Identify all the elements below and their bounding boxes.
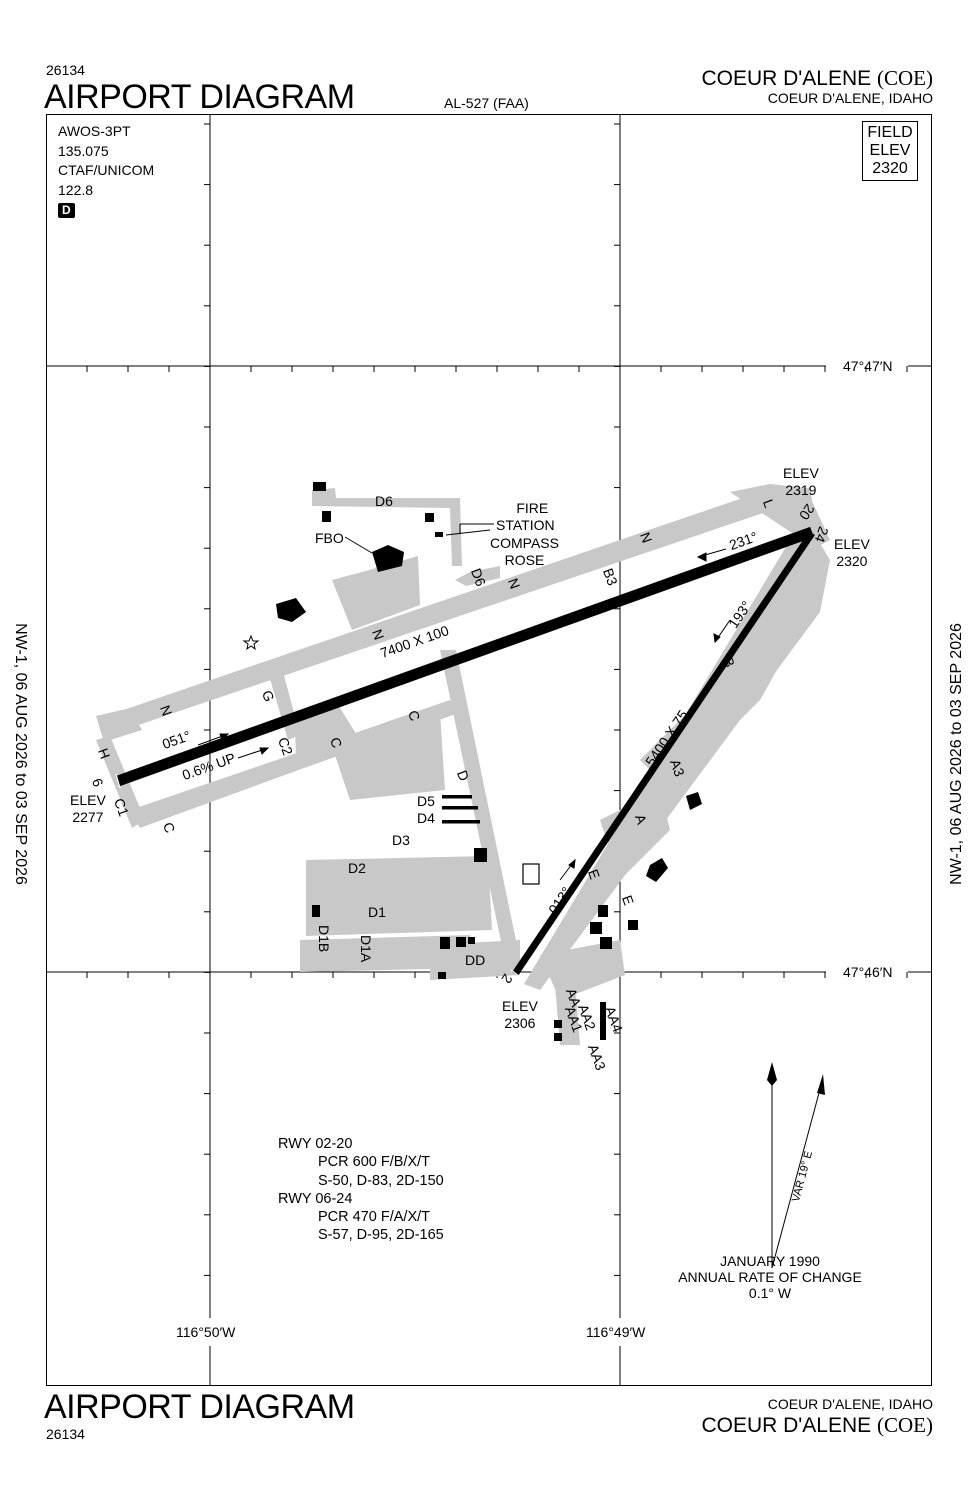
elev-callout-20: ELEV 2319 bbox=[783, 465, 819, 499]
taxiway-label: D6 bbox=[375, 493, 393, 509]
pavement bbox=[96, 484, 830, 1045]
airport-name: COEUR D'ALENE bbox=[701, 1414, 872, 1437]
field-label: FIELD bbox=[867, 124, 913, 141]
airport-location-header: COEUR D'ALENE, IDAHO bbox=[767, 90, 933, 106]
airport-code: (COE) bbox=[877, 66, 933, 90]
airport-code: (COE) bbox=[877, 1413, 933, 1437]
awos-frequency: 135.075 bbox=[58, 142, 109, 159]
note-line: PCR 470 F/A/X/T bbox=[318, 1209, 431, 1226]
latitude-south-label: 47°46′N bbox=[843, 964, 893, 980]
elev-label: ELEV bbox=[70, 792, 106, 808]
fire-label: FIRE bbox=[516, 500, 549, 516]
variation-rate-value: 0.1° W bbox=[748, 1285, 792, 1301]
d-badge-icon: D bbox=[58, 203, 75, 218]
airport-name: COEUR D'ALENE bbox=[701, 67, 872, 90]
fbo-label: FBO bbox=[315, 530, 344, 546]
true-north-arrowhead-icon bbox=[767, 1062, 777, 1086]
variation-date: JANUARY 1990 bbox=[720, 1253, 820, 1269]
elev-label: ELEV bbox=[783, 465, 819, 481]
elev-label: ELEV bbox=[834, 536, 870, 552]
north-arrow bbox=[767, 1062, 825, 1269]
note-line: S-57, D-95, 2D-165 bbox=[318, 1227, 444, 1244]
footer-airport-name: COEUR D'ALENE (COE) bbox=[701, 1413, 933, 1437]
ctaf-frequency: 122.8 bbox=[58, 181, 94, 198]
taxiway-label: D3 bbox=[392, 832, 410, 848]
note-rwy-02-20: RWY 02-20 bbox=[278, 1136, 353, 1152]
runway-strength-notes: RWY 02-20 PCR 600 F/B/X/T S-50, D-83, 2D… bbox=[278, 1135, 444, 1245]
leader-lines bbox=[344, 523, 494, 554]
compass-rose-label: COMPASS ROSE bbox=[490, 535, 559, 569]
station-label: STATION bbox=[496, 517, 555, 533]
variation-notes: JANUARY 1990 ANNUAL RATE OF CHANGE 0.1° … bbox=[660, 1253, 880, 1301]
taxiway-label: D1 bbox=[368, 904, 386, 920]
airport-name-header: COEUR D'ALENE (COE) bbox=[701, 66, 933, 90]
taxiway-label: DD bbox=[465, 952, 486, 968]
elev-value: 2320 bbox=[836, 552, 868, 569]
fire-station-label: FIRE STATION bbox=[496, 500, 555, 534]
footer-title: AIRPORT DIAGRAM bbox=[44, 1388, 355, 1426]
latitude-north-label: 47°47′N bbox=[843, 358, 893, 374]
field-elevation-box: FIELD ELEV 2320 bbox=[862, 121, 918, 181]
elev-label: ELEV bbox=[869, 142, 911, 159]
runway-02-20 bbox=[512, 531, 815, 976]
longitude-west-label: 116°50′W bbox=[176, 1324, 236, 1340]
elev-value: 2306 bbox=[504, 1014, 536, 1031]
taxiway-label: D4 bbox=[417, 810, 435, 826]
note-rwy-06-24: RWY 06-24 bbox=[278, 1190, 353, 1207]
taxiway-label: D1A bbox=[358, 935, 374, 963]
taxiway-label: D5 bbox=[417, 793, 435, 809]
taxiway-label: D1B bbox=[316, 925, 332, 953]
heading-arrows bbox=[197, 548, 731, 881]
awos-label: AWOS-3PT bbox=[58, 123, 131, 139]
footer-chart-id: 26134 bbox=[46, 1426, 85, 1442]
note-line: PCR 600 F/B/X/T bbox=[318, 1154, 431, 1171]
procedure-id: AL-527 (FAA) bbox=[444, 95, 529, 111]
taxiway-label: D2 bbox=[348, 860, 366, 876]
elev-value: 2319 bbox=[785, 481, 817, 498]
note-line: S-50, D-83, 2D-150 bbox=[318, 1172, 444, 1189]
buildings bbox=[276, 482, 702, 1041]
elev-callout-06: ELEV 2277 bbox=[70, 792, 106, 826]
beacon-star-icon bbox=[242, 634, 260, 651]
page-title: AIRPORT DIAGRAM bbox=[44, 78, 355, 116]
compass-label: COMPASS bbox=[490, 535, 559, 551]
field-elevation-value: 2320 bbox=[872, 160, 908, 177]
graticule bbox=[46, 114, 932, 1386]
elev-label: ELEV bbox=[502, 998, 538, 1014]
variation-rate-label: ANNUAL RATE OF CHANGE bbox=[678, 1269, 862, 1285]
elev-callout-02: ELEV 2306 bbox=[502, 998, 538, 1032]
longitude-east-label: 116°49′W bbox=[586, 1324, 646, 1340]
chart-id: 26134 bbox=[46, 62, 85, 78]
elev-value: 2277 bbox=[72, 808, 104, 825]
chart-frame bbox=[46, 114, 932, 1386]
runway-06-24 bbox=[116, 526, 814, 787]
ctaf-label: CTAF/UNICOM bbox=[58, 162, 155, 178]
rose-label: ROSE bbox=[504, 552, 545, 568]
runways bbox=[115, 526, 815, 977]
footer-location: COEUR D'ALENE, IDAHO bbox=[767, 1396, 933, 1412]
elev-callout-24: ELEV 2320 bbox=[834, 536, 870, 570]
frequency-box: AWOS-3PT 135.075 CTAF/UNICOM 122.8 D bbox=[58, 122, 154, 220]
